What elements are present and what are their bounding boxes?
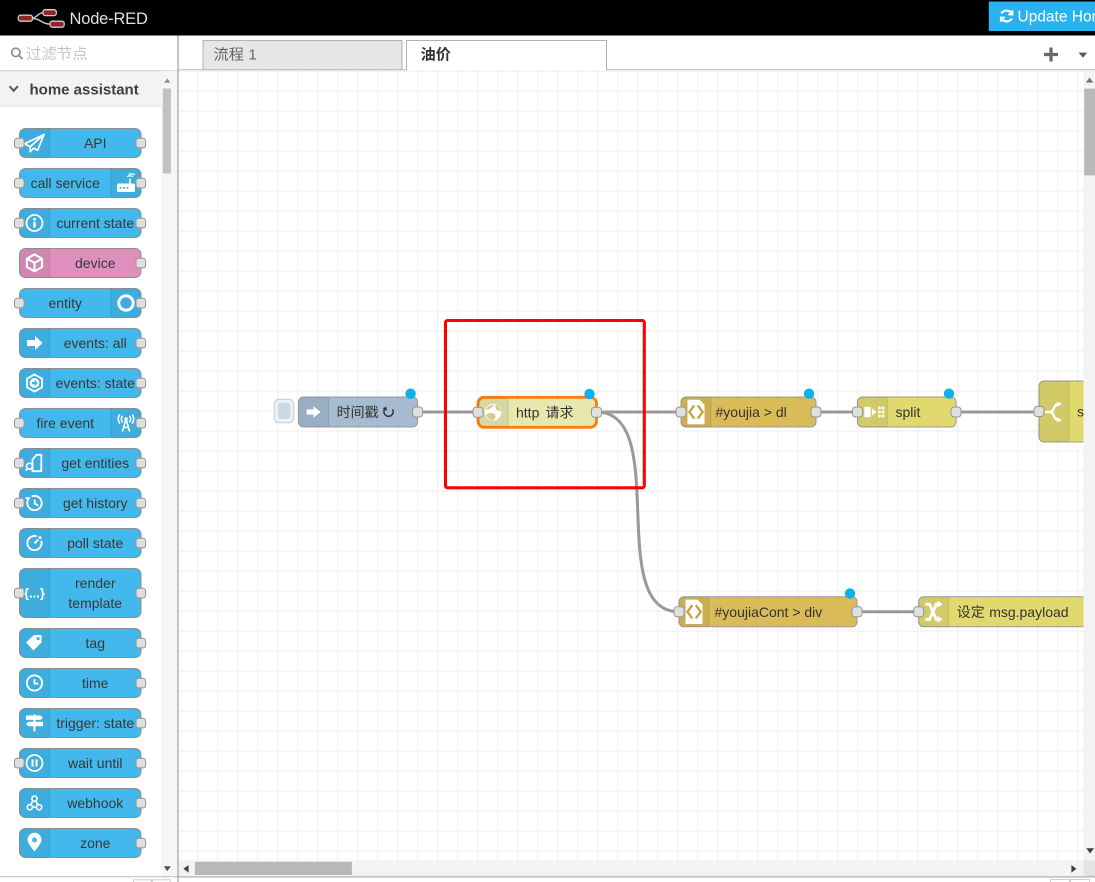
- svg-text:switch: switch: [1077, 404, 1095, 420]
- svg-text:Update Hom: Update Hom: [1018, 8, 1095, 25]
- svg-text:{...}: {...}: [24, 586, 45, 601]
- svg-text:1: 1: [248, 47, 256, 64]
- svg-text:zone: zone: [80, 835, 111, 851]
- svg-text:Node-RED: Node-RED: [70, 10, 148, 28]
- svg-text:get entities: get entities: [61, 455, 129, 471]
- svg-text:get history: get history: [63, 495, 128, 511]
- svg-text:webhook: webhook: [66, 795, 124, 811]
- svg-text:API: API: [84, 135, 107, 151]
- svg-text:events: state: events: state: [56, 375, 136, 391]
- svg-text:#youjia > dl: #youjia > dl: [716, 404, 787, 420]
- svg-text:trigger: state: trigger: state: [56, 715, 134, 731]
- svg-text:device: device: [75, 255, 116, 271]
- svg-text:fire event: fire event: [36, 415, 94, 431]
- svg-text:time: time: [82, 675, 109, 691]
- svg-text:home assistant: home assistant: [30, 81, 139, 98]
- svg-text:events: all: events: all: [64, 335, 127, 351]
- svg-text:wait until: wait until: [67, 755, 122, 771]
- svg-text:render: render: [75, 575, 116, 591]
- svg-text:tag: tag: [86, 635, 105, 651]
- svg-text:entity: entity: [49, 295, 82, 311]
- svg-text:msg.payload: msg.payload: [989, 604, 1068, 620]
- svg-text:split: split: [896, 404, 921, 420]
- svg-text:call service: call service: [31, 175, 100, 191]
- svg-text:#youjiaCont > div: #youjiaCont > div: [715, 604, 823, 620]
- svg-text:current state: current state: [56, 215, 134, 231]
- svg-text:http: http: [516, 404, 540, 420]
- svg-text:poll state: poll state: [67, 535, 123, 551]
- svg-text:template: template: [68, 595, 122, 611]
